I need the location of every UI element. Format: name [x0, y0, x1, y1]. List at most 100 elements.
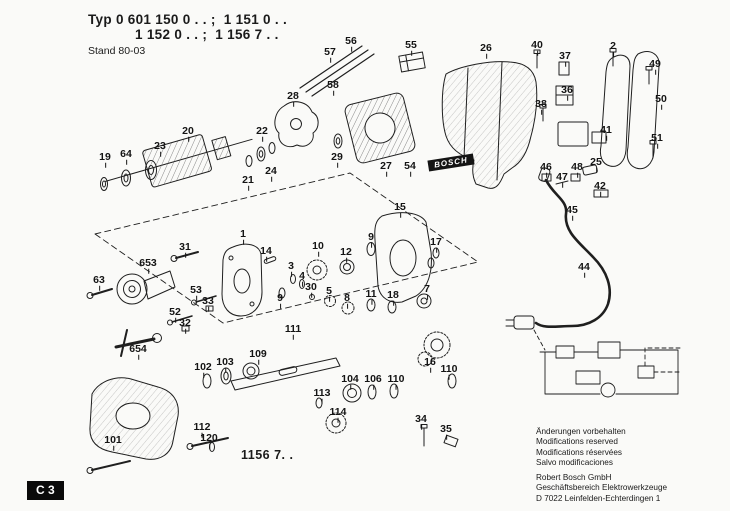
motor-housing-drawing [441, 61, 538, 189]
part-label-10: 10 [312, 239, 324, 256]
part-label-50: 50 [655, 92, 667, 109]
part-label-29: 29 [331, 150, 343, 167]
footer-company-line: Geschäftsbereich Elektrowerkzeuge [536, 483, 668, 493]
part-label-20: 20 [182, 124, 194, 141]
part-label-5: 5 [326, 284, 332, 301]
header: Typ 0 601 150 0 . . ; 1 151 0 . . 1 152 … [88, 12, 287, 57]
part-label-51: 51 [651, 131, 663, 148]
part-label-109: 109 [249, 347, 267, 364]
part-label-2: 2 [610, 39, 616, 56]
part-label-58: 58 [327, 78, 339, 95]
spindle-assembly-drawing [202, 331, 457, 434]
part-label-55: 55 [405, 38, 417, 55]
part-label-63: 63 [93, 273, 105, 290]
bearing-bracket-drawing [274, 101, 319, 148]
brush-holder-drawing [398, 51, 426, 73]
washer-64-drawing [121, 169, 131, 187]
brush-36-drawing [555, 85, 574, 106]
footer-note-line: Modifications reserved [536, 437, 618, 447]
part-label-40: 40 [531, 38, 543, 55]
part-label-53: 53 [190, 283, 202, 300]
part-label-34: 34 [415, 412, 427, 429]
footer-note-line: Salvo modificaciones [536, 457, 613, 467]
page-code: C 3 [27, 481, 64, 500]
screw-49-drawing [645, 66, 653, 85]
part-label-103: 103 [216, 355, 234, 372]
part-label-42: 42 [594, 179, 606, 196]
part-label-54: 54 [404, 159, 416, 176]
washer-21-drawing [245, 155, 253, 167]
part-label-64: 64 [120, 147, 132, 164]
part-label-111: 111 [284, 322, 302, 339]
part-label-14: 14 [260, 244, 272, 261]
part-label-23: 23 [154, 139, 166, 156]
screw-31-drawing [170, 251, 199, 262]
part-label-30: 30 [305, 280, 317, 297]
part-label-102: 102 [194, 360, 212, 377]
part-label-101: 101 [104, 433, 122, 450]
footer-note-line: Änderungen vorbehalten [536, 427, 626, 436]
pin-14-drawing [263, 256, 277, 264]
screw-63-drawing [86, 288, 113, 299]
part-label-48: 48 [571, 160, 583, 177]
chuck-drawing [116, 270, 176, 305]
screw-38-drawing [539, 104, 547, 122]
part-label-110: 110 [440, 362, 458, 379]
part-label-21: 21 [242, 173, 254, 190]
part-label-47: 47 [556, 170, 568, 187]
footer-company-line: Robert Bosch GmbH [536, 473, 612, 482]
part-label-112: 112 [193, 420, 211, 437]
revision-date: Stand 80-03 [88, 45, 146, 57]
washer-24-drawing [256, 146, 266, 162]
washer-23-drawing [145, 160, 157, 180]
part-label-3: 3 [288, 259, 294, 276]
part-label-56: 56 [345, 34, 357, 51]
part-label-9: 9 [277, 291, 283, 308]
part-label-46: 46 [540, 160, 552, 177]
part-label-25: 25 [590, 155, 602, 172]
screw-53-drawing [191, 295, 217, 312]
part-label-106: 106 [364, 372, 382, 389]
footer-note-line: Modifications réservées [536, 447, 623, 457]
part-label-19: 19 [99, 150, 111, 167]
screw-101-drawing [86, 460, 131, 474]
wiring-diagram-drawing [533, 329, 681, 398]
part-label-18: 18 [387, 288, 399, 305]
part-label-27: 27 [380, 159, 392, 176]
part-label-654: 654 [129, 342, 147, 359]
part-label-22: 22 [256, 124, 268, 141]
part-label-653: 653 [139, 256, 157, 273]
part-label-16: 16 [424, 355, 436, 372]
washer-22-drawing [268, 142, 276, 154]
part-label-35: 35 [440, 422, 452, 439]
type-number-line2: 1 152 0 . . ; 1 156 7 . . [135, 27, 279, 42]
part-label-114: 114 [329, 405, 347, 422]
type-number-line1: Typ 0 601 150 0 . . ; 1 151 0 . . [88, 12, 288, 27]
dashed-assembly-outline [94, 172, 479, 324]
switch-41-drawing [557, 121, 607, 147]
part-label-37: 37 [559, 49, 571, 66]
gear-housing-drawing [374, 212, 432, 303]
part-label-32: 32 [179, 316, 191, 333]
part-label-7: 7 [424, 282, 430, 299]
part-label-17: 17 [430, 235, 442, 252]
part-label-9: 9 [368, 230, 374, 247]
part-label-24: 24 [265, 164, 277, 181]
washer-19-drawing [100, 177, 108, 191]
part-label-33: 33 [202, 294, 214, 311]
part-label-104: 104 [341, 372, 359, 389]
brush-spring-lines [299, 45, 375, 97]
part-label-31: 31 [179, 240, 191, 257]
part-label-11: 11 [365, 287, 377, 304]
washer-29-drawing [333, 133, 343, 149]
part-label-4: 4 [299, 269, 305, 286]
handle-shell-drawing [599, 51, 660, 170]
part-label-38: 38 [535, 97, 547, 114]
part-label-12: 12 [340, 245, 352, 262]
model-note: 1156 7. . [241, 448, 294, 462]
part-35-drawing [443, 434, 459, 448]
